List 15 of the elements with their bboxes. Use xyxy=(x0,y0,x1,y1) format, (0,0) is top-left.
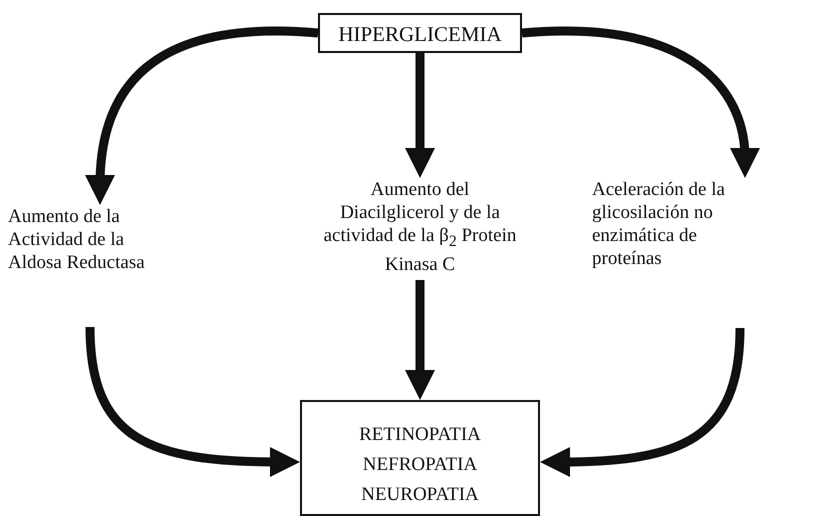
process-box xyxy=(300,400,540,516)
box-label: NEFROPATIA xyxy=(362,453,478,477)
process-text: Aumento de la Actividad de la Aldosa Reductasa xyxy=(8,205,180,327)
arrow xyxy=(540,328,744,477)
box-label: NEUROPATIA xyxy=(360,483,480,507)
process-text: Aceleración de la glicosilación no enzimática de proteínas xyxy=(592,178,750,328)
arrow xyxy=(405,280,435,400)
process-text: Aumento del Diacilglicerol y de la actividad de la β$_{2}$ Protein Kinasa C xyxy=(322,178,518,280)
process-box xyxy=(318,13,522,53)
box-label: RETINOPATIA xyxy=(358,423,482,447)
arrow xyxy=(86,326,300,477)
arrow xyxy=(522,26,760,178)
arrow xyxy=(405,53,435,178)
arrow xyxy=(85,26,318,205)
box-label: HIPERGLICEMIA xyxy=(337,22,503,46)
